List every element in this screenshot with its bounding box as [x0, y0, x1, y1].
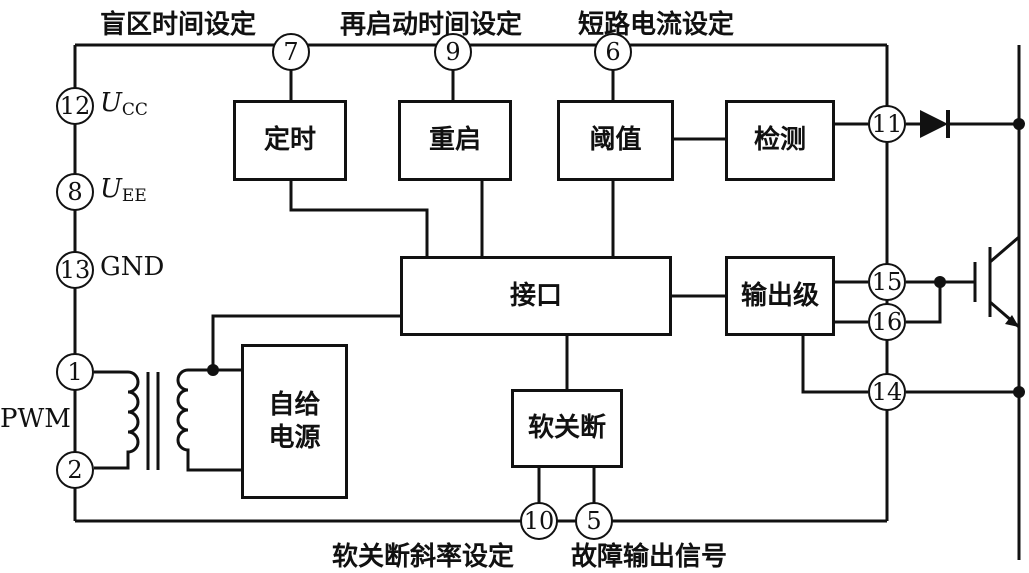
pin-1: 1: [56, 353, 94, 391]
ucc-label: UCC: [100, 88, 148, 120]
output-stage-block: 输出级: [725, 256, 835, 336]
restart-block: 重启: [398, 100, 512, 181]
pin-12: 12: [56, 87, 94, 125]
pin-5: 5: [575, 502, 613, 540]
pin-11: 11: [868, 105, 906, 143]
fault-output-signal-label: 故障输出信号: [571, 542, 728, 572]
pin-7: 7: [272, 33, 310, 71]
pin-6: 6: [594, 33, 632, 71]
pin-15: 15: [868, 263, 906, 301]
gnd-label: GND: [100, 252, 165, 282]
pwm-label: PWM: [0, 404, 71, 434]
pin-14: 14: [868, 373, 906, 411]
pin-8: 8: [56, 173, 94, 211]
interface-block: 接口: [400, 256, 672, 336]
uee-label: UEE: [100, 174, 147, 206]
timer-block: 定时: [233, 100, 347, 181]
restart-time-setting-label: 再启动时间设定: [340, 10, 523, 40]
threshold-block: 阈值: [557, 100, 674, 181]
blank-time-setting-label: 盲区时间设定: [100, 10, 257, 40]
pin-16: 16: [868, 303, 906, 341]
pin-13: 13: [56, 251, 94, 289]
self-supply-block: 自给 电源: [241, 344, 348, 499]
pin-2: 2: [56, 451, 94, 489]
soft-shutdown-block: 软关断: [511, 389, 623, 468]
pin-10: 10: [520, 502, 558, 540]
detect-block: 检测: [725, 100, 835, 181]
soft-shutdown-slope-setting-label: 软关断斜率设定: [332, 542, 515, 572]
pin-9: 9: [434, 33, 472, 71]
